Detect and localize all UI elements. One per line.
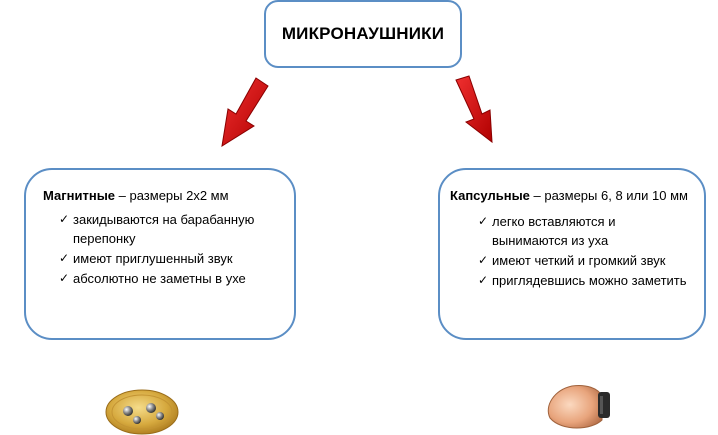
diagram-title: МИКРОНАУШНИКИ (281, 24, 445, 43)
magnetic-list: ✓закидываются на барабанную перепонку ✓и… (43, 210, 284, 288)
magnetic-heading: Магнитные – размеры 2х2 мм (43, 186, 284, 206)
list-item: ✓абсолютно не заметны в ухе (59, 269, 284, 288)
list-item-text: закидываются на барабанную перепонку (73, 212, 255, 246)
list-item: ✓закидываются на барабанную перепонку (59, 210, 284, 248)
list-item-text: абсолютно не заметны в ухе (73, 271, 246, 286)
arrow-left-icon (221, 77, 269, 148)
list-item: ✓легко вставляются и вынимаются из уха (478, 212, 694, 250)
magnetic-desc: – размеры 2х2 мм (115, 188, 229, 203)
arrow-right-icon (455, 75, 493, 144)
check-icon: ✓ (59, 251, 70, 265)
list-item-text: легко вставляются и вынимаются из уха (492, 214, 616, 248)
list-item-text: имеют четкий и громкий звук (492, 253, 666, 268)
magnetic-name: Магнитные (43, 188, 116, 203)
check-icon: ✓ (478, 273, 489, 287)
list-item: ✓имеют четкий и громкий звук (478, 251, 694, 270)
capsule-earpiece-image (547, 385, 610, 429)
list-item-text: приглядевшись можно заметить (492, 273, 687, 288)
check-icon: ✓ (478, 214, 489, 228)
capsule-list: ✓легко вставляются и вынимаются из уха ✓… (450, 212, 694, 290)
title-box: МИКРОНАУШНИКИ (264, 0, 462, 68)
list-item-text: имеют приглушенный звук (73, 251, 233, 266)
list-item: ✓имеют приглушенный звук (59, 249, 284, 268)
capsule-desc: – размеры 6, 8 или 10 мм (529, 188, 688, 203)
check-icon: ✓ (59, 271, 70, 285)
capsule-box: Капсульные – размеры 6, 8 или 10 мм ✓лег… (438, 168, 706, 340)
check-icon: ✓ (59, 212, 70, 226)
capsule-heading: Капсульные – размеры 6, 8 или 10 мм (450, 186, 694, 206)
check-icon: ✓ (478, 253, 489, 267)
capsule-name: Капсульные (450, 188, 530, 203)
coin-earpiece-image (105, 389, 179, 435)
magnetic-box: Магнитные – размеры 2х2 мм ✓закидываются… (24, 168, 296, 340)
list-item: ✓приглядевшись можно заметить (478, 271, 694, 290)
